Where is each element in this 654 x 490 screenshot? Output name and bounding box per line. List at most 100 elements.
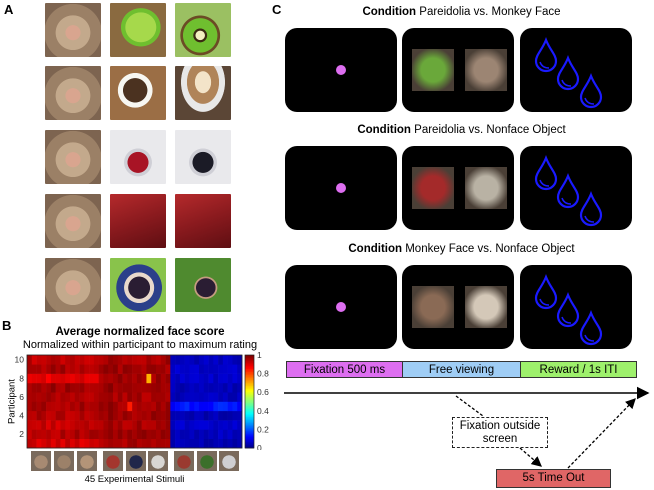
heatmap-cell: [93, 373, 99, 384]
heatmap-cell: [218, 373, 224, 384]
heatmap-cell: [170, 429, 176, 439]
thumbnail-monkey-face: [77, 451, 97, 471]
heatmap-cell: [50, 355, 56, 365]
heatmap-cell: [218, 392, 224, 402]
colorbar-segment: [245, 401, 254, 404]
heatmap-cell: [41, 392, 47, 402]
heatmap-cell: [218, 401, 224, 412]
heatmap-cell: [184, 373, 190, 384]
colorbar-segment: [245, 424, 254, 427]
heatmap-cell: [175, 355, 181, 365]
heatmap-cell: [237, 373, 243, 384]
heatmap-cell: [74, 429, 80, 439]
stimulus-photo-monkey-face-2: [45, 66, 101, 120]
heatmap-cell: [113, 373, 119, 384]
heatmap-cell: [117, 392, 123, 402]
heatmap-cell: [46, 355, 52, 365]
panel-a-label: A: [4, 2, 14, 17]
heatmap-cell: [60, 373, 66, 384]
stimulus-photo-kiwi-halves: [175, 3, 231, 57]
colorbar-segment: [245, 356, 254, 359]
heatmap-cell: [93, 392, 99, 402]
heatmap-cell: [93, 420, 99, 430]
heatmap-cell: [232, 355, 238, 365]
heatmap-cell: [203, 382, 209, 393]
fixation-outside-line1: Fixation outside: [459, 420, 541, 432]
heatmap-cell: [108, 382, 114, 393]
heatmap-cell: [103, 420, 109, 430]
heatmap-cell: [79, 401, 85, 412]
heatmap-cell: [218, 382, 224, 393]
colorbar-segment: [245, 435, 254, 438]
heatmap-cell: [132, 392, 138, 402]
heatmap-cell: [50, 364, 56, 374]
heatmap-cell: [199, 373, 205, 384]
heatmap-cell: [213, 429, 219, 439]
heatmap-cell: [146, 373, 152, 384]
fixation-screen: [285, 265, 397, 349]
heatmap-cell: [170, 410, 176, 421]
heatmap-cell: [151, 429, 157, 439]
heatmap-cell: [50, 429, 56, 439]
heatmap-cell: [237, 420, 243, 430]
heatmap-cell: [122, 429, 128, 439]
stimulus-screen: [402, 28, 514, 112]
heatmap-cell: [165, 382, 171, 393]
colorbar-segment: [245, 390, 254, 393]
heatmap-cell: [218, 410, 224, 421]
heatmap-cell: [194, 364, 200, 374]
heatmap-cell: [227, 420, 233, 430]
heatmap-cell: [74, 373, 80, 384]
heatmap-cell: [199, 364, 205, 374]
colorbar-segment: [245, 438, 254, 441]
heatmap-cell: [127, 401, 133, 412]
heatmap-cell: [93, 410, 99, 421]
heatmap-cell: [84, 438, 90, 449]
heatmap-cell: [156, 420, 162, 430]
colorbar-segment: [245, 396, 254, 399]
fixation-screen: [285, 146, 397, 230]
timeline-reward-label: Reward / 1s ITI: [539, 364, 618, 376]
heatmap-cell: [232, 410, 238, 421]
heatmap-cell: [208, 420, 214, 430]
heatmap-cell: [79, 429, 85, 439]
heatmap-cell: [184, 401, 190, 412]
heatmap-cell: [194, 429, 200, 439]
colorbar-segment: [245, 444, 254, 447]
thumbnail-washing-machine-face: [148, 451, 168, 471]
heatmap-cell: [160, 392, 166, 402]
heatmap-cell: [117, 438, 123, 449]
heatmap-cell: [179, 401, 185, 412]
colorbar-segment: [245, 386, 254, 388]
heatmap-cell: [65, 373, 71, 384]
heatmap-cell: [199, 355, 205, 365]
stimulus-photo-monkey-face-1: [45, 3, 101, 57]
heatmap-cell: [218, 429, 224, 439]
y-tick-label: 4: [19, 410, 24, 420]
heatmap-cell: [55, 410, 61, 421]
stimulus-photo-red-bag: [175, 194, 231, 248]
reward-screen: [520, 265, 632, 349]
heatmap-cell: [222, 392, 228, 402]
timeout-box: 5s Time Out: [496, 469, 611, 488]
heatmap-cell: [175, 420, 181, 430]
heatmap-cell: [232, 364, 238, 374]
heatmap-cell: [141, 392, 147, 402]
heatmap-cell: [127, 355, 133, 365]
fixation-dot: [336, 65, 346, 75]
heatmap-cell: [151, 373, 157, 384]
heatmap-cell: [156, 355, 162, 365]
heatmap-cell: [65, 392, 71, 402]
heatmap-cell: [79, 410, 85, 421]
heatmap-cell: [98, 420, 104, 430]
heatmap-cell: [31, 382, 37, 393]
heatmap-cell: [117, 429, 123, 439]
timeline-fixation: Fixation 500 ms: [286, 361, 403, 378]
colorbar-segment: [245, 359, 254, 362]
heatmap-cell: [156, 364, 162, 374]
heatmap-cell: [189, 429, 195, 439]
heatmap-cell: [227, 410, 233, 421]
heatmap-cell: [160, 420, 166, 430]
heatmap-cell: [136, 410, 142, 421]
colorbar-segment: [245, 434, 254, 436]
